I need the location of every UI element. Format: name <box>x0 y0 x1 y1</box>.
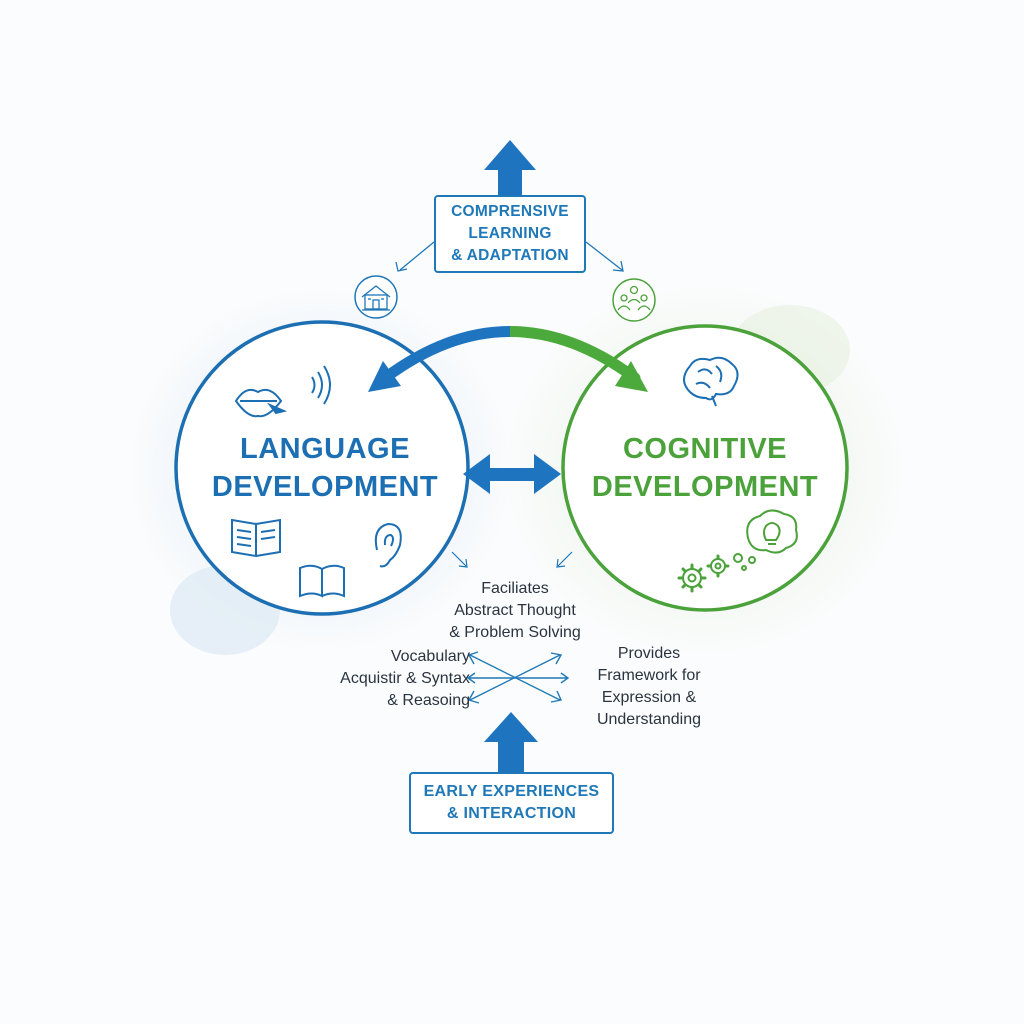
language-circle <box>174 320 470 616</box>
cognitive-title-line-2: DEVELOPMENT <box>591 471 819 503</box>
left-note-line-1: Vocabulary <box>390 648 470 665</box>
ear-icon <box>374 522 402 568</box>
right-note-line-3: Expression & <box>601 689 697 706</box>
school-building-icon <box>354 275 398 319</box>
top-box-pointers <box>395 241 624 272</box>
language-title-line-1: LANGUAGE <box>240 433 410 465</box>
top-box-line-2: LEARNING <box>468 225 552 242</box>
top-arc-arrow <box>368 326 648 392</box>
people-group-icon <box>612 278 656 322</box>
brain-icon <box>683 356 739 407</box>
right-note-line-2: Framework for <box>597 667 701 684</box>
left-note-line-3: & Reasoing <box>387 692 470 709</box>
left-note: Vocabulary Acquistir & Syntax & Reasoing <box>300 646 470 712</box>
cognitive-title-line-1: COGNITIVE <box>622 433 787 465</box>
up-arrow-bottom <box>484 712 538 772</box>
center-note: Faciliates Abstract Thought & Problem So… <box>420 578 610 644</box>
right-note-line-4: Understanding <box>596 711 702 728</box>
comprehensive-learning-box: COMPRENSIVE LEARNING & ADAPTATION <box>434 195 586 273</box>
lightbulb-thought-icon <box>741 509 798 571</box>
cross-arrows <box>466 651 570 704</box>
book-icon <box>299 564 345 598</box>
right-note-line-1: Provides <box>617 645 681 662</box>
top-box-line-3: & ADAPTATION <box>451 247 569 264</box>
bottom-box-line-2: & INTERACTION <box>446 805 577 822</box>
gears-icon <box>677 553 743 593</box>
early-experiences-box: EARLY EXPERIENCES & INTERACTION <box>409 772 614 834</box>
right-note: Provides Framework for Expression & Unde… <box>574 643 724 731</box>
center-pointers <box>451 551 573 568</box>
language-title-line-2: DEVELOPMENT <box>211 471 439 503</box>
center-note-line-3: & Problem Solving <box>449 624 581 641</box>
open-book-icon <box>231 518 281 558</box>
language-development-title: LANGUAGE DEVELOPMENT <box>180 430 470 506</box>
sound-waves-icon <box>311 365 331 405</box>
bottom-box-line-1: EARLY EXPERIENCES <box>423 783 600 800</box>
center-note-line-1: Faciliates <box>481 580 549 597</box>
top-box-line-1: COMPRENSIVE <box>451 203 569 220</box>
lips-icon <box>234 388 288 418</box>
left-note-line-2: Acquistir & Syntax <box>340 670 470 687</box>
cognitive-development-title: COGNITIVE DEVELOPMENT <box>560 430 850 506</box>
double-arrow <box>463 454 561 494</box>
center-note-line-2: Abstract Thought <box>454 602 576 619</box>
up-arrow-top <box>484 140 536 196</box>
